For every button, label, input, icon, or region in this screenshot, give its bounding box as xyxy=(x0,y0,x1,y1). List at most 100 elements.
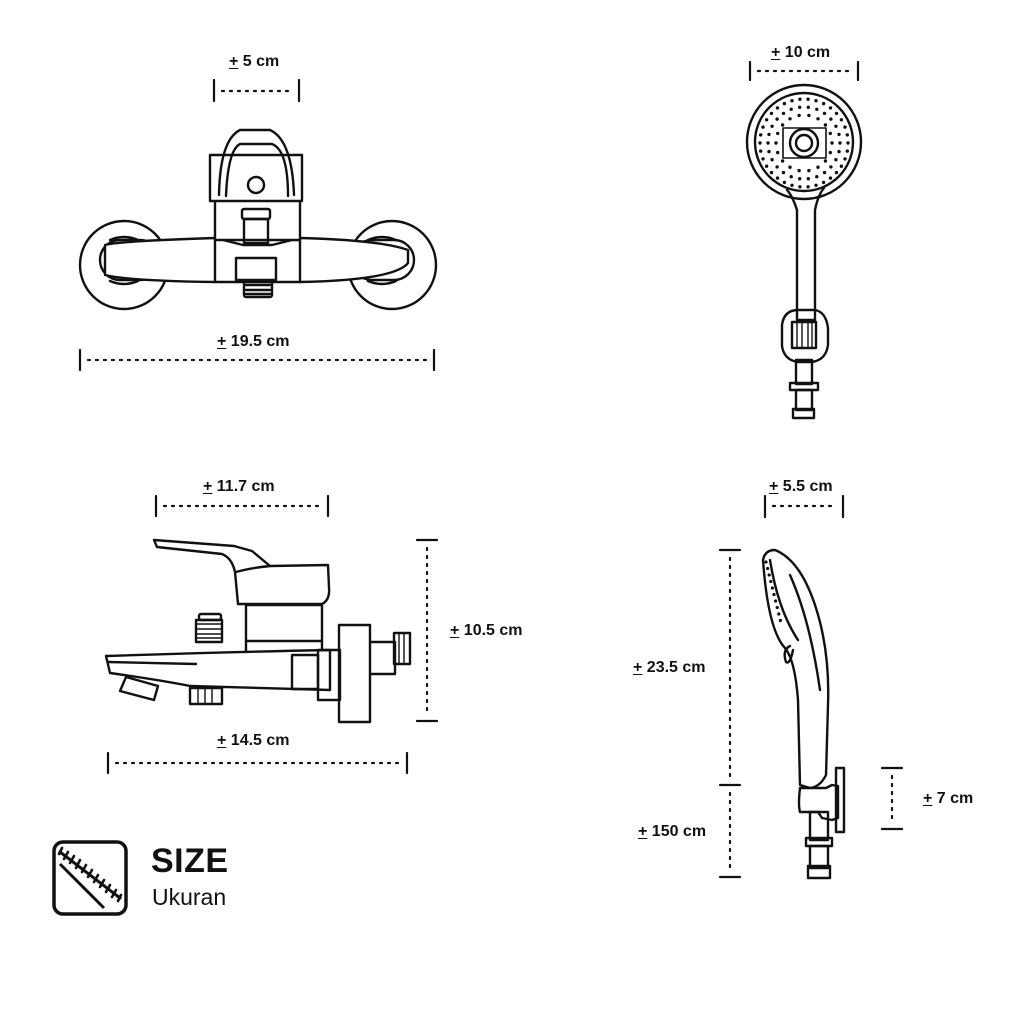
nozzle-dot xyxy=(782,180,787,185)
dimension-label-mixer-side-height: + 10.5 cm xyxy=(450,622,523,640)
nozzle-dot xyxy=(829,165,833,169)
dimension-value: 7 cm xyxy=(932,790,974,807)
nozzle-dot xyxy=(774,599,778,603)
dimension-value: 11.7 cm xyxy=(212,478,275,495)
nozzle-dot xyxy=(777,612,781,616)
nozzle-dot xyxy=(770,158,774,162)
dimension-value: 10.5 cm xyxy=(459,622,523,639)
nozzle-dot xyxy=(789,107,793,112)
nozzle-dot xyxy=(830,141,834,145)
dimension-lines xyxy=(78,60,904,879)
nozzle-dot xyxy=(798,97,802,101)
nozzle-dot xyxy=(775,165,779,169)
plus-minus-symbol: + xyxy=(633,659,643,676)
legend-subtitle: Ukuran xyxy=(152,884,227,910)
dimension-label-holder-height: + 7 cm xyxy=(923,790,973,808)
dimension-value: 150 cm xyxy=(647,823,707,840)
nozzle-dot xyxy=(834,170,839,175)
nozzle-dot xyxy=(837,132,841,137)
nozzle-dot xyxy=(837,149,841,154)
nozzle-dot xyxy=(807,168,811,173)
nozzle-dot xyxy=(806,97,810,101)
nozzle-dot xyxy=(767,149,771,154)
nozzle-dot xyxy=(834,124,838,128)
nozzle-dot xyxy=(759,133,763,137)
nozzle-dot xyxy=(780,159,785,163)
nozzle-dot xyxy=(846,141,850,145)
nozzle-dot xyxy=(788,165,792,169)
nozzle-dot xyxy=(778,618,783,623)
nozzle-dot xyxy=(815,107,819,112)
nozzle-dot xyxy=(770,586,775,590)
nozzle-dot xyxy=(822,170,827,175)
nozzle-dot xyxy=(759,149,763,153)
nozzle-dot xyxy=(829,117,833,121)
plus-minus-symbol: + xyxy=(769,478,779,495)
nozzle-dot xyxy=(776,131,780,136)
nozzle-dot xyxy=(821,101,826,106)
nozzle-dot xyxy=(789,175,793,179)
plus-minus-symbol: + xyxy=(203,478,213,495)
nozzle-dot xyxy=(807,113,811,118)
mixer-front-drawing xyxy=(78,128,438,311)
plus-minus-symbol: + xyxy=(217,333,227,350)
dimension-value: 23.5 cm xyxy=(642,659,706,676)
dimension-label-head-front-width: + 10 cm xyxy=(771,44,830,62)
nozzle-dot xyxy=(781,170,786,175)
ruler-icon xyxy=(52,840,128,916)
nozzle-dot xyxy=(798,105,802,110)
shower-side-nozzles xyxy=(764,560,783,623)
nozzle-dot xyxy=(774,141,778,145)
nozzle-dot xyxy=(816,117,820,121)
dimension-label-mixer-side-length: + 14.5 cm xyxy=(217,732,290,750)
nozzle-dot xyxy=(767,573,771,577)
shower-head-nozzles xyxy=(758,97,850,189)
nozzle-dot xyxy=(798,177,802,181)
nozzle-dot xyxy=(806,177,810,181)
nozzle-dot xyxy=(828,131,832,136)
mixer-side-drawing xyxy=(104,538,412,724)
dimension-label-mixer-total-width: + 19.5 cm xyxy=(217,333,290,351)
nozzle-dot xyxy=(814,99,818,103)
nozzle-dot xyxy=(843,157,847,161)
nozzle-dot xyxy=(766,566,770,571)
nozzle-dot xyxy=(790,183,794,187)
dimension-label-hose-length: + 150 cm xyxy=(638,823,706,841)
nozzle-dot xyxy=(769,579,773,584)
plus-minus-symbol: + xyxy=(217,732,227,749)
nozzle-dot xyxy=(815,175,819,179)
nozzle-dot xyxy=(764,118,769,122)
nozzle-dot xyxy=(782,101,787,106)
nozzle-dot xyxy=(806,185,810,189)
dimension-label-mixer-top-width: + 5 cm xyxy=(229,53,279,71)
shower-head-front-drawing xyxy=(745,83,863,420)
nozzle-dot xyxy=(816,165,820,169)
plus-minus-symbol: + xyxy=(923,790,933,807)
nozzle-dot xyxy=(780,123,785,127)
nozzle-dot xyxy=(838,141,842,145)
nozzle-dot xyxy=(790,99,794,103)
nozzle-dot xyxy=(806,105,810,110)
nozzle-dot xyxy=(769,170,774,175)
dimension-label-handset-length: + 23.5 cm xyxy=(633,659,706,677)
nozzle-dot xyxy=(758,141,762,145)
nozzle-dot xyxy=(764,164,769,168)
nozzle-dot xyxy=(797,113,801,118)
nozzle-dot xyxy=(775,605,779,610)
nozzle-dot xyxy=(776,150,780,155)
nozzle-dot xyxy=(761,125,765,129)
nozzle-dot xyxy=(775,106,780,110)
nozzle-dot xyxy=(770,124,774,128)
dimension-label-head-side-width: + 5.5 cm xyxy=(769,478,833,496)
nozzle-dot xyxy=(839,118,844,122)
dimension-value: 14.5 cm xyxy=(226,732,290,749)
dimension-value: 5.5 cm xyxy=(778,478,833,495)
nozzle-dot xyxy=(839,164,844,168)
nozzle-dot xyxy=(823,159,828,163)
nozzle-dot xyxy=(767,132,771,137)
plus-minus-symbol: + xyxy=(229,53,239,70)
nozzle-dot xyxy=(834,111,839,116)
legend-title: SIZE xyxy=(151,842,229,880)
nozzle-dot xyxy=(828,176,833,180)
